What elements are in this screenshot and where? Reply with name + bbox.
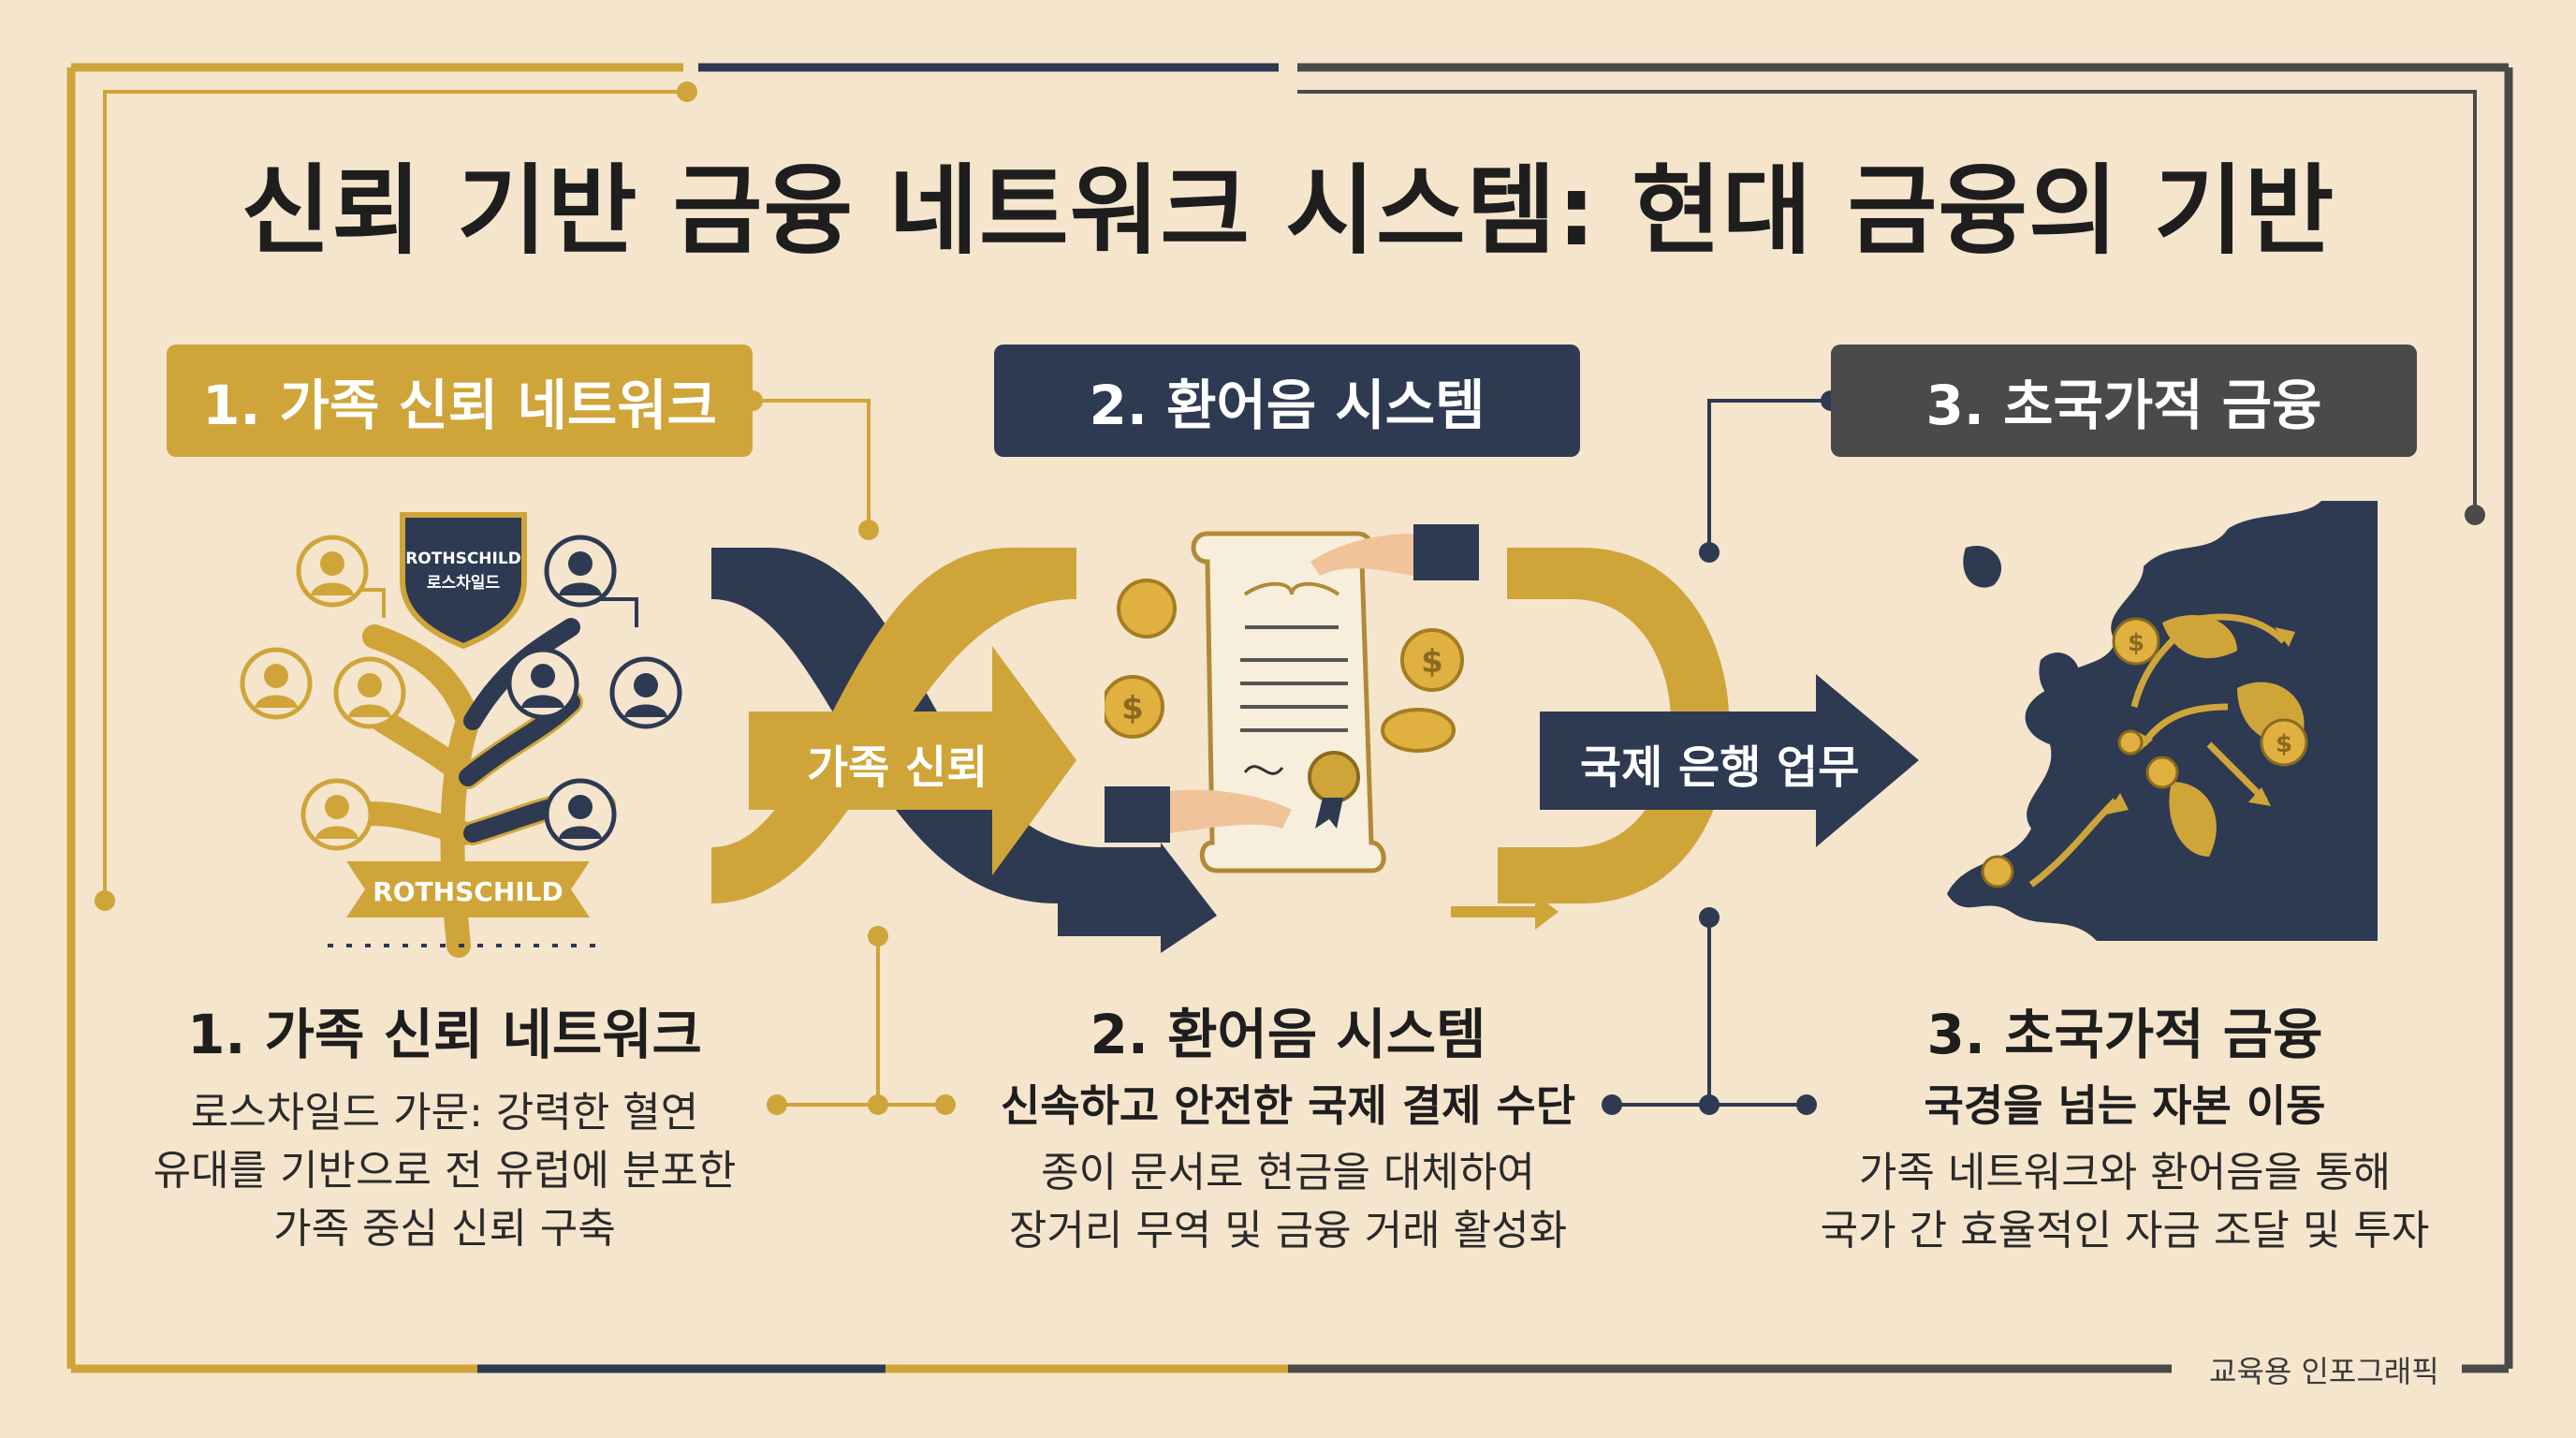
arrow-international-banking	[1540, 674, 1919, 847]
header-transnational-finance: 3. 초국가적 금융	[1831, 345, 2417, 457]
arrow-label-family-trust: 가족 신뢰	[807, 741, 988, 794]
section-1-body-line: 유대를 기반으로 전 유럽에 분포한	[153, 1147, 737, 1195]
page-title: 신뢰 기반 금융 네트워크 시스템: 현대 금융의 기반	[241, 154, 2335, 268]
arrow-small-gold	[1451, 894, 1559, 930]
section-1-body-line: 로스차일드 가문: 강력한 혈연	[190, 1089, 699, 1137]
svg-text:ROTHSCHILD: ROTHSCHILD	[405, 550, 521, 568]
section-3-body-line: 가족 네트워크와 환어음을 통해	[1858, 1149, 2392, 1196]
coin-icon: $ $	[1981, 617, 2308, 888]
section-2-body-line: 장거리 무역 및 금융 거래 활성화	[1008, 1207, 1568, 1255]
header-bill-of-exchange: 2. 환어음 시스템	[994, 345, 1580, 457]
section-3-body-line: 국가 간 효율적인 자금 조달 및 투자	[1820, 1207, 2430, 1255]
svg-text:$: $	[2128, 629, 2144, 657]
arrow-family-trust	[749, 646, 1076, 875]
arrow-navy-bottom	[1058, 843, 1217, 953]
shield-icon: ROTHSCHILD 로스차일드	[400, 512, 527, 650]
family-tree-icon: ROTHSCHILD 로스차일드 ROTHSCHILD	[240, 512, 682, 958]
section-2-title: 2. 환어음 시스템	[1090, 1003, 1486, 1066]
section-3-body: 가족 네트워크와 환어음을 통해 국가 간 효율적인 자금 조달 및 투자	[1769, 1144, 2481, 1260]
svg-text:$: $	[1421, 643, 1443, 681]
section-1-body-line: 가족 중심 신뢰 구축	[273, 1205, 616, 1253]
svg-text:로스차일드: 로스차일드	[427, 574, 501, 593]
section-2-body-line: 종이 문서로 현금을 대체하여	[1041, 1149, 1535, 1196]
svg-text:$: $	[2276, 730, 2292, 758]
section-1-body: 로스차일드 가문: 강력한 혈연 유대를 기반으로 전 유럽에 분포한 가족 중…	[89, 1084, 800, 1258]
section-1-title: 1. 가족 신뢰 네트워크	[187, 1003, 702, 1066]
footer-label: 교육용 인포그래픽	[2209, 1354, 2439, 1389]
svg-text:$: $	[1121, 690, 1144, 727]
section-2-body: 종이 문서로 현금을 대체하여 장거리 무역 및 금융 거래 활성화	[932, 1144, 1644, 1260]
flow-curve-gold-2	[1498, 548, 1730, 903]
coin-icon: $ $	[1105, 579, 1464, 753]
handshake-icon	[1105, 524, 1479, 843]
bill-of-exchange-icon: $ $	[1105, 524, 1479, 873]
section-2-subtitle: 신속하고 안전한 국제 결제 수단	[1000, 1080, 1576, 1131]
section-3-subtitle: 국경을 넘는 자본 이동	[1924, 1080, 2326, 1131]
europe-map-icon: $ $	[1947, 501, 2378, 941]
header-family-trust: 1. 가족 신뢰 네트워크	[167, 345, 753, 457]
section-3-title: 3. 초국가적 금융	[1926, 1003, 2323, 1066]
arrow-label-international-banking: 국제 은행 업무	[1580, 741, 1860, 794]
banner-text: ROTHSCHILD	[373, 876, 564, 907]
